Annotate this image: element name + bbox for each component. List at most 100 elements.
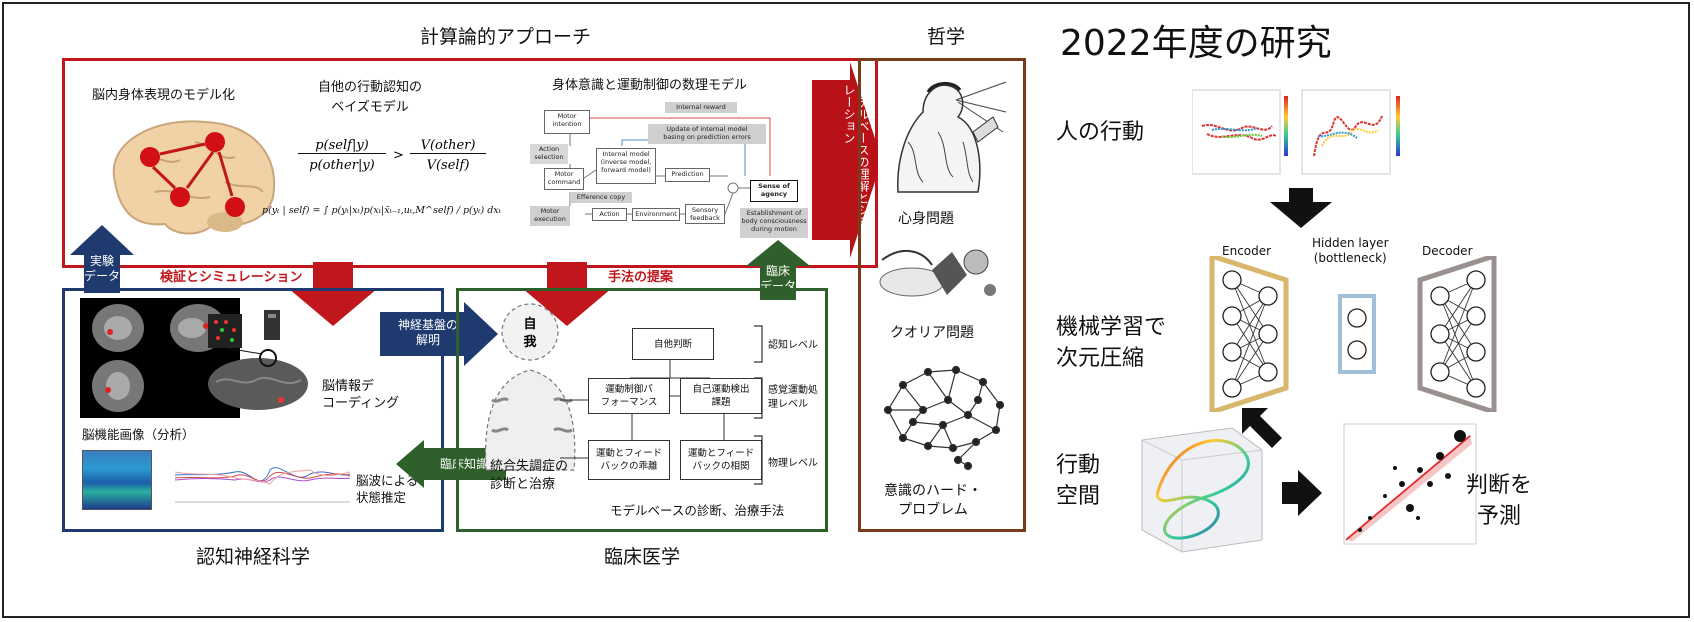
network-node [971, 437, 981, 447]
eq1-rhs-den: V(self) [426, 158, 470, 173]
network-node [923, 367, 933, 377]
self-figure [484, 303, 576, 471]
model-based-diagnosis-label: モデルベースの診断、治療手法 [610, 503, 785, 518]
clinical-knowledge-arrow [396, 440, 506, 488]
neuroscience-box [62, 288, 444, 532]
network-node [1258, 362, 1278, 382]
physical-level-label: 物理レベル [768, 458, 818, 469]
self-label: 自 我 [523, 317, 537, 350]
network-node [995, 400, 1005, 410]
efference-copy-label: Efference copy [570, 192, 632, 203]
internal-model-box: Internal model (inverse model, forward m… [596, 148, 656, 184]
prediction-box: Prediction [665, 168, 710, 182]
philosophy-title: 哲学 [927, 26, 966, 48]
cognitive-level-label: 認知レベル [768, 340, 818, 351]
method-proposal-label: 手法の提案 [608, 270, 674, 285]
diagonal-arrow [1242, 408, 1282, 448]
method-proposal-arrow [522, 262, 612, 326]
clinical-data-arrow [746, 240, 810, 300]
internal-reward-label: Internal reward [665, 102, 737, 113]
network-node [1466, 342, 1486, 362]
neural-basis-arrow [380, 302, 498, 366]
eeg-waveform [175, 467, 350, 503]
eq1-rhs-num: V(other) [410, 138, 486, 154]
network-node [978, 377, 988, 387]
self-motion-box: 自己運動検出 課題 [680, 378, 762, 414]
network-node [918, 405, 928, 415]
eq1-operator: > [393, 148, 404, 163]
eeg-label: 脳波による 状態推定 [356, 473, 419, 505]
network-node [883, 405, 893, 415]
encoder-label: Encoder [1222, 244, 1272, 258]
right-arrow [1282, 470, 1322, 516]
network-node [1222, 342, 1242, 362]
decoder-label: Decoder [1422, 244, 1473, 258]
network-node [1466, 306, 1486, 326]
motor-feedback-correlation-box: 運動とフィード バックの相関 [680, 440, 762, 480]
network-node [973, 395, 983, 405]
network-node [1347, 308, 1367, 328]
network-node [923, 441, 933, 451]
network-node [963, 410, 973, 420]
clinical-box [456, 288, 828, 532]
autoencoder-diagram [1209, 256, 1497, 412]
research-title: 2022年度の研究 [1060, 23, 1332, 64]
action-box: Action [592, 208, 627, 221]
network-node [1258, 324, 1278, 344]
brain-network-icon [883, 365, 1005, 471]
descartes-illustration [878, 72, 1010, 197]
math-model-title: 身体意識と運動制御の数理モデル [552, 78, 748, 93]
network-node [943, 395, 953, 405]
action-selection-label: Action selection [530, 144, 568, 164]
network-node [908, 417, 918, 427]
level-brackets [754, 325, 763, 485]
network-node [948, 443, 958, 453]
network-node [898, 380, 908, 390]
predict-judgment-label: 判断を 予測 [1466, 473, 1533, 529]
network-node [1222, 270, 1242, 290]
motor-intention-box: Motor intention [544, 110, 590, 134]
prediction-scatter-plot [1343, 423, 1477, 545]
network-node [963, 461, 973, 471]
sensorimotor-level-label: 感覚運動処 理レベル [768, 385, 818, 410]
eeg-spectrogram [82, 450, 152, 510]
clinical-knowledge-label: 臨床知識 [439, 457, 488, 471]
experimental-data-label: 実験 データ [83, 254, 120, 283]
motor-execution-label: Motor execution [530, 206, 570, 226]
network-node [1466, 270, 1486, 290]
clinical-connectors [560, 360, 725, 459]
network-node [991, 425, 1001, 435]
eq1-lhs-den: p(other|y) [309, 158, 375, 173]
motor-feedback-deviation-box: 運動とフィード バックの乖離 [588, 440, 670, 480]
network-node [898, 433, 908, 443]
network-node [1258, 286, 1278, 306]
network-node [1347, 340, 1367, 360]
action-trajectory-plots [1192, 89, 1400, 175]
experimental-data-arrow [70, 225, 134, 293]
philosophy-item-qualia: クオリア問題 [890, 325, 974, 341]
fmri-label: 脳機能画像（分析） [82, 427, 195, 442]
decoding-label: 脳情報デ コーディング [322, 379, 400, 411]
network-node [1222, 378, 1242, 398]
action-space-label: 行動 空間 [1056, 453, 1101, 509]
motor-command-box: Motor command [544, 168, 584, 190]
verification-label: 検証とシミュレーション [160, 270, 303, 285]
network-node [953, 455, 963, 465]
model-understanding-arrow [812, 62, 882, 258]
eq1-lhs-num: p(self|y) [298, 138, 386, 154]
environment-box: Environment [632, 208, 680, 221]
network-node [938, 420, 948, 430]
brain-network-illustration [112, 120, 276, 235]
hidden-layer-label: Hidden layer (bottleneck) [1312, 236, 1389, 265]
neural-basis-label: 神経基盤の 解明 [397, 318, 458, 347]
establishment-label: Establishment of body consciousness duri… [740, 208, 808, 238]
self-other-judgment-box: 自他判断 [632, 328, 714, 360]
neuroscience-title: 認知神経科学 [196, 546, 311, 568]
philosophy-item-hard-problem: 意識のハード・ プロブレム [884, 483, 982, 518]
ml-label: 機械学習で 次元圧縮 [1056, 315, 1167, 371]
sensory-feedback-box: Sensory feedback [685, 204, 725, 224]
motor-control-diagram: Motor intention Internal reward Update o… [530, 96, 820, 246]
clinical-title: 臨床医学 [604, 546, 681, 568]
philosophy-box [858, 58, 1026, 532]
bayes-equation-2: p(yₜ | self) = ∫ p(yₜ|xₜ)p(xₜ|x̄ₜ₋₁,uₜ,M… [262, 205, 501, 216]
